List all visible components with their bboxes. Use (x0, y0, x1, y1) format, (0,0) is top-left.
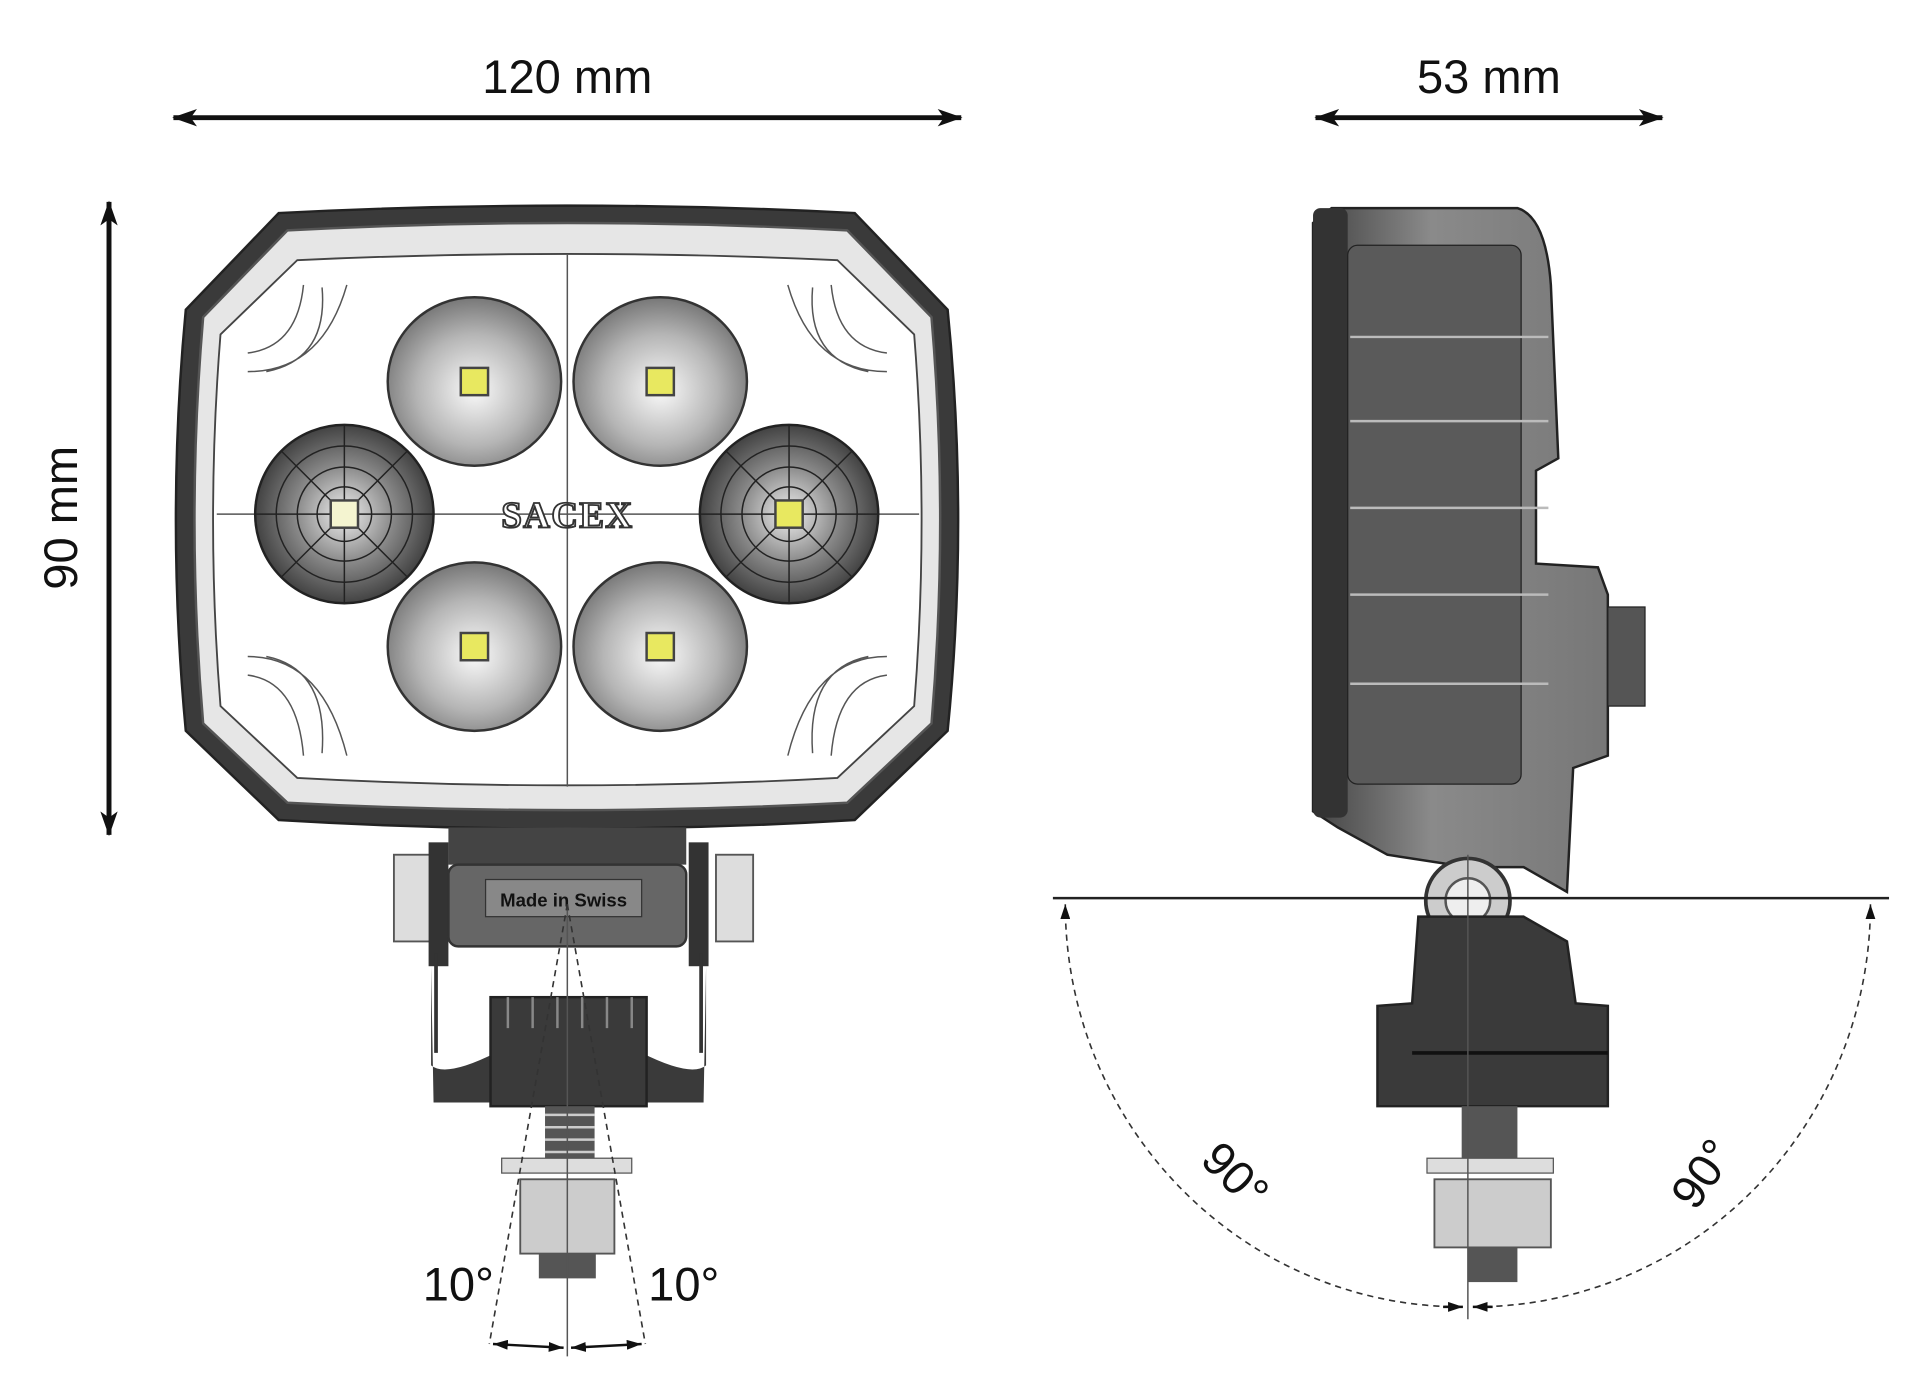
width-dimension: 120 mm (172, 50, 963, 127)
led-chip (645, 366, 676, 397)
nut-left (392, 853, 432, 943)
led-chip (459, 366, 490, 397)
led-chip (645, 631, 676, 662)
cooling-fins (1350, 335, 1549, 686)
tilt-left-label: 10° (423, 1258, 494, 1311)
spot-lens-top-right (572, 296, 749, 468)
spot-lens-top-left (386, 296, 563, 468)
tilt-angle-indicator: 10° 10° (423, 904, 719, 1357)
side-front-rim (1313, 208, 1348, 818)
spot-lens-bottom-left (386, 561, 563, 733)
mounting-bolt-front (501, 1106, 633, 1279)
tilt-right-label: 10° (648, 1258, 719, 1311)
origin-marking: Made in Swiss (500, 890, 627, 911)
swivel-left-label: 90° (1192, 1131, 1280, 1219)
front-view: SACEX Made in Swiss (174, 204, 960, 1357)
swivel-right-label: 90° (1660, 1129, 1744, 1218)
spot-lens-bottom-right (572, 561, 749, 733)
mounting-bolt-side (1426, 1106, 1554, 1283)
height-dimension: 90 mm (34, 200, 118, 837)
led-chip (459, 631, 490, 662)
led-chip (774, 499, 804, 529)
flood-reflector-right (698, 423, 880, 605)
nut-right (715, 853, 755, 943)
mounting-bracket-front: Made in Swiss (392, 827, 755, 1108)
width-label: 120 mm (482, 50, 652, 103)
height-label: 90 mm (34, 446, 87, 590)
depth-dimension: 53 mm (1314, 50, 1664, 127)
brand-logo: SACEX (501, 496, 633, 537)
side-connector (1607, 606, 1646, 707)
depth-label: 53 mm (1417, 50, 1561, 103)
side-mount-base (1376, 915, 1610, 1108)
led-chip (329, 499, 360, 529)
flood-reflector-left (253, 423, 435, 605)
side-view: 90° 90° (1052, 206, 1890, 1320)
corner-reflector-lines (247, 284, 888, 756)
